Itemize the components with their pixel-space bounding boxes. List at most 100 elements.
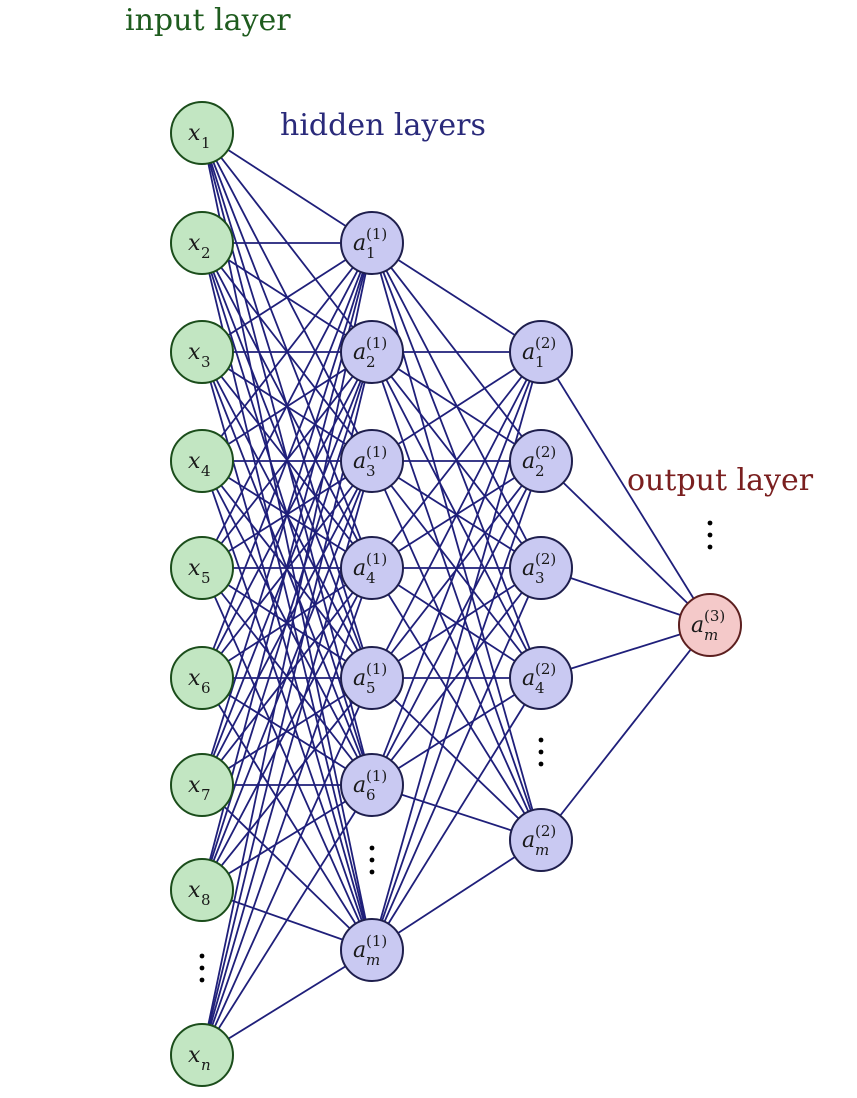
node-superscript: (1) <box>366 932 387 950</box>
node-subscript: 2 <box>535 462 545 480</box>
node-variable: x <box>188 449 201 474</box>
ellipsis-hidden2 <box>538 737 544 767</box>
node-subscript: 6 <box>201 679 211 697</box>
node-variable: a <box>522 666 535 691</box>
node-subscript: 3 <box>535 569 545 587</box>
ellipsis-dot <box>707 544 713 550</box>
edge-hidden1-5-hidden2-0 <box>371 351 542 786</box>
node-subscript: m <box>704 626 718 644</box>
node-superscript: (2) <box>535 550 556 568</box>
node-variable: x <box>188 231 201 256</box>
ellipsis-dot <box>369 857 375 863</box>
node-variable: a <box>353 773 366 798</box>
node-circle <box>340 320 404 384</box>
output-layer-label: output layer <box>627 463 814 498</box>
edge-hidden1-2-hidden2-0 <box>371 351 542 462</box>
ellipsis-dot <box>369 869 375 875</box>
node-variable: a <box>353 556 366 581</box>
edge-input-0-hidden1-6 <box>201 132 373 951</box>
edge-input-8-hidden1-4 <box>201 677 373 1056</box>
node-variable: x <box>188 340 201 365</box>
node-variable: x <box>188 878 201 903</box>
edge-input-7-hidden1-2 <box>201 460 373 891</box>
node-subscript: 1 <box>201 134 211 152</box>
node-subscript: 3 <box>201 353 211 371</box>
node-superscript: (1) <box>366 334 387 352</box>
node-superscript: (1) <box>366 660 387 678</box>
ellipsis-dot <box>199 953 205 959</box>
node-variable: a <box>353 938 366 963</box>
node-variable: x <box>188 666 201 691</box>
node-circle <box>170 429 234 493</box>
ellipsis-input <box>199 953 205 983</box>
ellipsis-dot <box>199 977 205 983</box>
edge-hidden2-0-output-0 <box>540 351 711 626</box>
node-subscript: 5 <box>201 569 211 587</box>
node-superscript: (2) <box>535 660 556 678</box>
node-circle <box>170 858 234 922</box>
edge-input-6-hidden1-4 <box>201 677 373 786</box>
node-circle <box>340 429 404 493</box>
node-circle <box>170 753 234 817</box>
edge-input-5-hidden1-0 <box>201 242 373 679</box>
node-subscript: 1 <box>366 244 376 262</box>
edge-input-0-hidden1-0 <box>201 132 373 244</box>
node-circle <box>170 211 234 275</box>
ellipsis-dot <box>538 761 544 767</box>
node-circle <box>509 808 573 872</box>
edge-input-6-hidden1-0 <box>201 242 373 786</box>
node-circle <box>340 646 404 710</box>
node-subscript: 3 <box>366 462 376 480</box>
node-superscript: (1) <box>366 225 387 243</box>
edge-input-7-hidden1-1 <box>201 351 373 891</box>
node-variable: a <box>522 828 535 853</box>
edge-input-0-hidden1-3 <box>201 132 373 569</box>
node-circle <box>340 918 404 982</box>
connections <box>201 132 711 1056</box>
node-circle <box>340 753 404 817</box>
node-superscript: (1) <box>366 767 387 785</box>
ellipsis-dot <box>707 520 713 526</box>
node-subscript: 7 <box>201 786 211 804</box>
edge-hidden1-4-hidden2-0 <box>371 351 542 679</box>
edge-input-8-hidden1-5 <box>201 784 373 1056</box>
edge-hidden2-4-output-0 <box>540 624 711 841</box>
edge-hidden1-5-hidden2-2 <box>371 567 542 786</box>
node-variable: a <box>691 613 704 638</box>
ellipsis-dot <box>369 845 375 851</box>
node-superscript: (2) <box>535 334 556 352</box>
hidden-layers-label: hidden layers <box>280 108 486 143</box>
ellipsis-dot <box>199 965 205 971</box>
node-circle <box>170 536 234 600</box>
node-circle <box>170 646 234 710</box>
node-circle <box>170 1023 234 1087</box>
node-circle <box>170 320 234 384</box>
edge-hidden1-6-hidden2-3 <box>371 677 542 951</box>
edge-hidden1-1-hidden2-4 <box>371 351 542 841</box>
node-subscript: 5 <box>366 679 376 697</box>
edge-hidden2-1-output-0 <box>540 460 711 626</box>
node-circle <box>509 429 573 493</box>
node-superscript: (1) <box>366 550 387 568</box>
edge-input-8-hidden1-0 <box>201 242 373 1056</box>
node-variable: a <box>522 449 535 474</box>
node-variable: x <box>188 121 201 146</box>
node-circle <box>678 593 742 657</box>
